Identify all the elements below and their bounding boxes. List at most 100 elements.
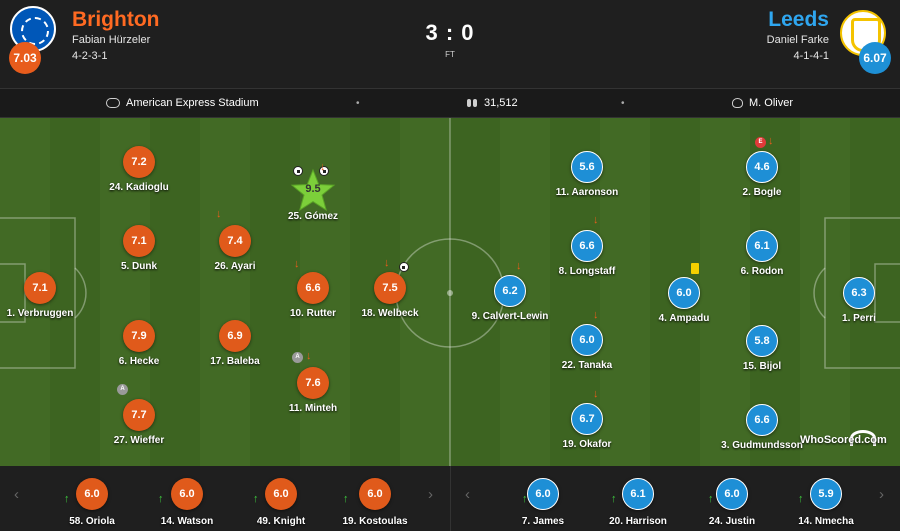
sub-on-icon: ↑ bbox=[522, 493, 528, 505]
home-team-rating: 7.03 bbox=[9, 42, 41, 74]
separator-dot: • bbox=[356, 98, 360, 109]
player-perri[interactable]: 6.3 1. Perri bbox=[799, 277, 900, 324]
player-name: 18. Welbeck bbox=[361, 308, 419, 319]
player-ampadu[interactable]: 6.0 4. Ampadu bbox=[624, 277, 744, 324]
player-gudmundsson[interactable]: 6.6 3. Gudmundsson bbox=[702, 404, 822, 451]
player-name: 58. Oriola bbox=[69, 516, 115, 527]
player-rutter[interactable]: 6.6 10. Rutter bbox=[253, 272, 373, 319]
player-bogle[interactable]: 4.6 2. Bogle bbox=[702, 151, 822, 198]
player-rating: 6.0 bbox=[716, 478, 748, 510]
player-tanaka[interactable]: 6.0 22. Tanaka bbox=[527, 324, 647, 371]
player-wieffer[interactable]: 7.7 27. Wieffer bbox=[79, 399, 199, 446]
home-manager: Fabian Hürzeler bbox=[72, 34, 151, 46]
player-welbeck[interactable]: 7.5 18. Welbeck bbox=[330, 272, 450, 319]
player-name: 19. Okafor bbox=[562, 439, 612, 450]
bench-player-watson[interactable]: 6.0 14. Watson bbox=[132, 478, 242, 527]
bench-next-arrow-icon[interactable]: › bbox=[428, 486, 433, 503]
attendance-icon bbox=[466, 98, 478, 108]
bench-player-harrison[interactable]: 6.1 20. Harrison bbox=[583, 478, 693, 527]
player-hecke[interactable]: 7.9 6. Hecke bbox=[79, 320, 199, 367]
home-bench: ‹ 6.0 58. Oriola 6.0 14. Watson 6.0 49. … bbox=[0, 466, 450, 531]
player-rating: 6.6 bbox=[571, 230, 603, 262]
player-gomez[interactable]: 9.5 25. Gómez bbox=[253, 168, 373, 222]
sub-off-icon: ↓ bbox=[320, 161, 326, 173]
bench-player-oriola[interactable]: 6.0 58. Oriola bbox=[37, 478, 147, 527]
player-kadioglu[interactable]: 7.2 24. Kadioglu bbox=[79, 146, 199, 193]
player-okafor[interactable]: 6.7 19. Okafor bbox=[527, 403, 647, 450]
player-name: 19. Kostoulas bbox=[342, 516, 408, 527]
away-bench: ‹ 6.0 7. James 6.1 20. Harrison 6.0 24. … bbox=[450, 466, 900, 531]
referee-name: M. Oliver bbox=[749, 97, 793, 109]
player-rating: 6.0 bbox=[359, 478, 391, 510]
bench-player-nmecha[interactable]: 5.9 14. Nmecha bbox=[771, 478, 881, 527]
error-event-icon: E bbox=[755, 137, 766, 148]
player-rating: 7.9 bbox=[123, 320, 155, 352]
player-baleba[interactable]: 6.9 17. Baleba bbox=[175, 320, 295, 367]
player-aaronson[interactable]: 5.6 11. Aaronson bbox=[527, 151, 647, 198]
sub-off-icon: ↓ bbox=[384, 257, 390, 269]
player-name: 49. Knight bbox=[256, 516, 306, 527]
captain-icon: A bbox=[117, 384, 128, 395]
player-rating: 6.1 bbox=[746, 230, 778, 262]
player-bijol[interactable]: 5.8 15. Bijol bbox=[702, 325, 822, 372]
bench-prev-arrow-icon[interactable]: ‹ bbox=[14, 486, 19, 503]
bench-player-justin[interactable]: 6.0 24. Justin bbox=[677, 478, 787, 527]
substitutes-bar: ‹ 6.0 58. Oriola 6.0 14. Watson 6.0 49. … bbox=[0, 466, 900, 531]
separator-dot: • bbox=[621, 98, 625, 109]
player-name: 2. Bogle bbox=[742, 187, 782, 198]
away-team-rating: 6.07 bbox=[859, 42, 891, 74]
player-rating: 6.6 bbox=[297, 272, 329, 304]
player-rating: 9.5 bbox=[305, 183, 321, 195]
goal-ball-icon bbox=[398, 262, 409, 272]
player-rating: 5.9 bbox=[810, 478, 842, 510]
stadium-info: American Express Stadium bbox=[106, 97, 259, 109]
sub-off-icon: ↓ bbox=[593, 214, 599, 226]
bench-next-arrow-icon[interactable]: › bbox=[879, 486, 884, 503]
player-name: 11. Minteh bbox=[288, 403, 338, 414]
player-rating: 6.0 bbox=[76, 478, 108, 510]
match-status: FT bbox=[445, 50, 455, 59]
player-name: 7. James bbox=[521, 516, 565, 527]
player-dunk[interactable]: 7.1 5. Dunk bbox=[79, 225, 199, 272]
away-team-name[interactable]: Leeds bbox=[768, 8, 829, 31]
player-name: 17. Baleba bbox=[210, 356, 260, 367]
sub-on-icon: ↑ bbox=[343, 493, 349, 505]
bench-player-knight[interactable]: 6.0 49. Knight bbox=[226, 478, 336, 527]
player-rating: 6.0 bbox=[265, 478, 297, 510]
player-rodon[interactable]: 6.1 6. Rodon bbox=[702, 230, 822, 277]
sub-off-icon: ↓ bbox=[306, 350, 312, 362]
bench-player-james[interactable]: 6.0 7. James bbox=[488, 478, 598, 527]
player-name: 5. Dunk bbox=[120, 261, 158, 272]
whoscored-logo-icon bbox=[850, 430, 876, 446]
man-of-the-match-star-icon: 9.5 bbox=[290, 168, 336, 214]
bench-player-kostoulas[interactable]: 6.0 19. Kostoulas bbox=[320, 478, 430, 527]
bench-prev-arrow-icon[interactable]: ‹ bbox=[465, 486, 470, 503]
player-name: 6. Hecke bbox=[118, 356, 160, 367]
player-rating: 6.1 bbox=[622, 478, 654, 510]
player-rating: 6.0 bbox=[527, 478, 559, 510]
player-rating: 7.5 bbox=[374, 272, 406, 304]
away-manager: Daniel Farke bbox=[766, 34, 829, 46]
player-calvert-lewin[interactable]: 6.2 9. Calvert-Lewin bbox=[450, 275, 570, 322]
whoscored-watermark: WhoScored.com bbox=[800, 434, 887, 446]
sub-on-icon: ↑ bbox=[158, 493, 164, 505]
home-team-name[interactable]: Brighton bbox=[72, 8, 160, 31]
match-info-bar: American Express Stadium • 31,512 • M. O… bbox=[0, 88, 900, 118]
player-verbruggen[interactable]: 7.1 1. Verbruggen bbox=[0, 272, 100, 319]
stadium-icon bbox=[106, 98, 120, 108]
player-name: 26. Ayari bbox=[214, 261, 256, 272]
player-minteh[interactable]: 7.6 11. Minteh bbox=[253, 367, 373, 414]
pitch-markings bbox=[0, 118, 900, 466]
sub-off-icon: ↓ bbox=[593, 388, 599, 400]
player-rating: 6.7 bbox=[571, 403, 603, 435]
home-formation: 4-2-3-1 bbox=[72, 50, 108, 62]
referee-info: M. Oliver bbox=[732, 97, 793, 109]
player-name: 24. Kadioglu bbox=[109, 182, 169, 193]
player-name: 20. Harrison bbox=[609, 516, 667, 527]
player-name: 1. Verbruggen bbox=[6, 308, 74, 319]
player-rating: 7.7 bbox=[123, 399, 155, 431]
sub-off-icon: ↓ bbox=[216, 208, 222, 220]
player-ayari[interactable]: 7.4 26. Ayari bbox=[175, 225, 295, 272]
sub-on-icon: ↑ bbox=[611, 493, 617, 505]
player-longstaff[interactable]: 6.6 8. Longstaff bbox=[527, 230, 647, 277]
